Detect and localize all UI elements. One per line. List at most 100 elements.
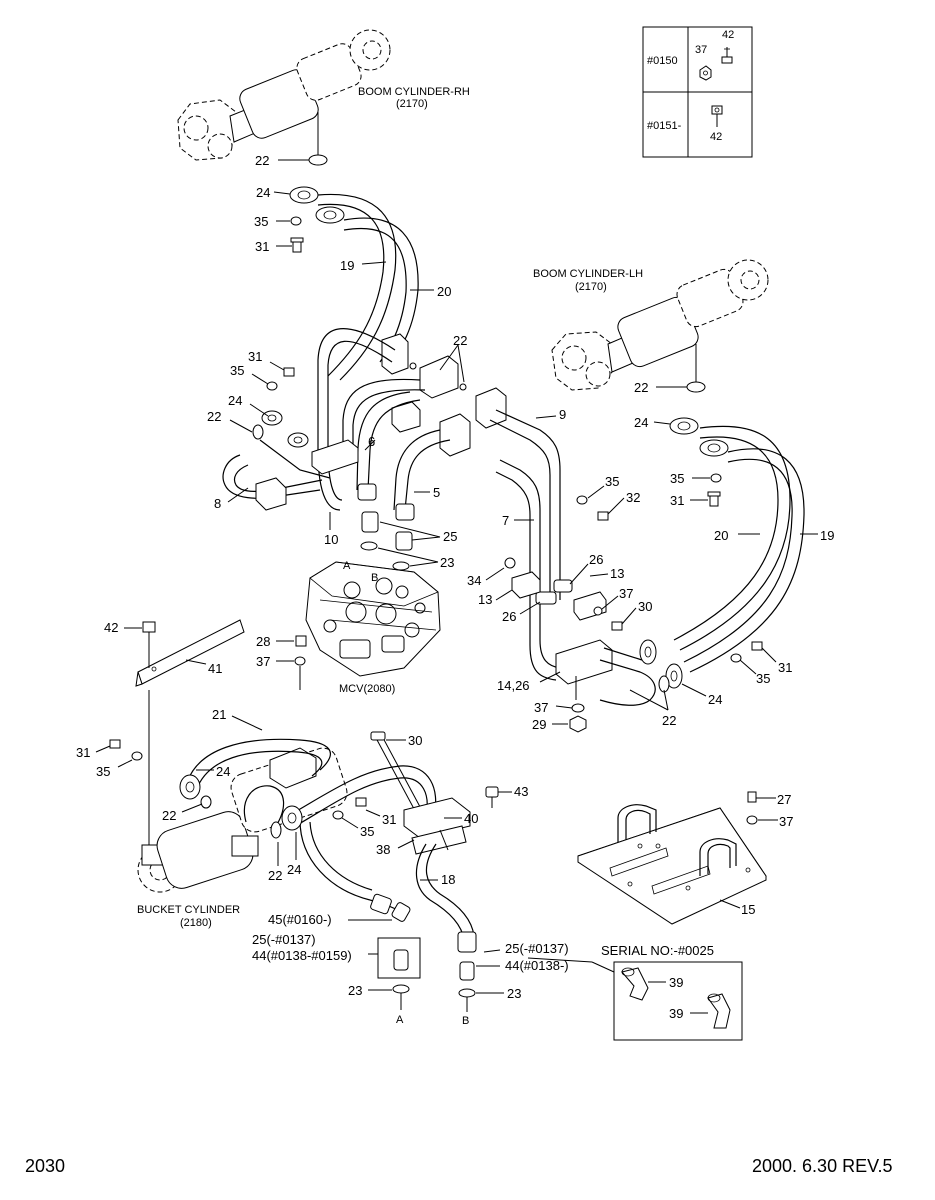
elbow-fitting-icon bbox=[621, 967, 649, 1001]
bolt-icon bbox=[290, 237, 304, 253]
bolt-icon bbox=[485, 786, 499, 808]
callout-6: 6 bbox=[368, 434, 375, 449]
callout-22: 22 bbox=[255, 153, 269, 168]
elbow-fitting-icon bbox=[707, 993, 731, 1029]
bolt-icon bbox=[109, 739, 121, 749]
bucket-ref: (2180) bbox=[180, 917, 212, 929]
boom-lh-ref: (2170) bbox=[575, 281, 607, 293]
nut-icon bbox=[266, 381, 278, 391]
callout-28: 28 bbox=[256, 634, 270, 649]
callout-15: 15 bbox=[741, 902, 755, 917]
o-ring bbox=[686, 381, 706, 393]
port-b-label: B bbox=[462, 1015, 469, 1027]
callout-19: 19 bbox=[820, 528, 834, 543]
callout-24: 24 bbox=[287, 862, 301, 877]
revision-date: 2000. 6.30 REV.5 bbox=[752, 1156, 892, 1176]
nut-icon bbox=[699, 65, 712, 81]
callout-39: 39 bbox=[669, 1006, 683, 1021]
callout-22: 22 bbox=[634, 380, 648, 395]
mcv-valve bbox=[305, 561, 441, 677]
callout-22: 22 bbox=[268, 868, 282, 883]
callout-24: 24 bbox=[228, 393, 242, 408]
callout-37: 37 bbox=[779, 814, 793, 829]
callout-24: 24 bbox=[708, 692, 722, 707]
hose-18 bbox=[415, 843, 477, 1012]
boom-cylinder-rh bbox=[177, 29, 391, 161]
port-a-label: A bbox=[396, 1014, 404, 1026]
washer-icon bbox=[746, 815, 758, 825]
callout-31: 31 bbox=[76, 745, 90, 760]
serial-row-2: #0151- bbox=[647, 120, 682, 132]
bolt-icon bbox=[721, 47, 733, 64]
callout-13: 13 bbox=[610, 566, 624, 581]
bolt-icon bbox=[283, 367, 295, 377]
callout-8: 8 bbox=[214, 496, 221, 511]
flange-24-lh-lower bbox=[639, 639, 683, 693]
callout-34: 34 bbox=[467, 573, 481, 588]
callout-18: 18 bbox=[441, 872, 455, 887]
flange-24-lh bbox=[669, 417, 729, 457]
bolt-30 bbox=[370, 731, 427, 821]
pipe-assembly-center bbox=[222, 328, 561, 681]
callout-21: 21 bbox=[212, 707, 226, 722]
bucket-caption: BUCKET CYLINDER bbox=[137, 904, 240, 916]
callout-40: 40 bbox=[464, 811, 478, 826]
callout-22: 22 bbox=[207, 409, 221, 424]
variant-bracket bbox=[377, 937, 421, 979]
callout-26: 26 bbox=[589, 552, 603, 567]
port-a-label: A bbox=[343, 560, 351, 572]
callout-42: 42 bbox=[104, 620, 118, 635]
bolt-icon bbox=[295, 635, 307, 647]
washer-icon bbox=[294, 656, 306, 666]
callout-31: 31 bbox=[382, 812, 396, 827]
callout-35: 35 bbox=[360, 824, 374, 839]
callout-5: 5 bbox=[433, 485, 440, 500]
callout-30: 30 bbox=[638, 599, 652, 614]
callout-29: 29 bbox=[532, 717, 546, 732]
nut-icon bbox=[131, 751, 143, 761]
callout-25: 25 bbox=[443, 529, 457, 544]
callout-10: 10 bbox=[324, 532, 338, 547]
bolt-icon bbox=[747, 791, 757, 803]
callout-38: 38 bbox=[376, 842, 390, 857]
o-ring bbox=[308, 154, 328, 166]
bolt-icon bbox=[611, 621, 623, 631]
callout-13: 13 bbox=[478, 592, 492, 607]
page-number: 2030 bbox=[25, 1156, 65, 1176]
callout-24: 24 bbox=[256, 185, 270, 200]
pipe-21 bbox=[187, 738, 437, 901]
callout-37: 37 bbox=[619, 586, 633, 601]
callout-35: 35 bbox=[756, 671, 770, 686]
callout-43: 43 bbox=[514, 784, 528, 799]
bucket-cylinder bbox=[137, 747, 348, 893]
callout-20: 20 bbox=[714, 528, 728, 543]
callout-25: 25(-#0137) bbox=[505, 941, 569, 956]
mcv-caption: MCV(2080) bbox=[339, 683, 395, 695]
callout-23: 23 bbox=[507, 986, 521, 1001]
flange-24-bk bbox=[179, 774, 303, 839]
bolt-icon bbox=[711, 105, 723, 127]
callout-19: 19 bbox=[340, 258, 354, 273]
table-part-37: 37 bbox=[695, 44, 707, 56]
callout-31: 31 bbox=[255, 239, 269, 254]
boom-rh-ref: (2170) bbox=[396, 98, 428, 110]
callout-20: 20 bbox=[437, 284, 451, 299]
bolt-icon bbox=[751, 641, 763, 651]
bracket-41 bbox=[135, 619, 245, 687]
callout-35: 35 bbox=[605, 474, 619, 489]
nut-icon bbox=[290, 216, 302, 226]
callout-37: 37 bbox=[534, 700, 548, 715]
callout-24: 24 bbox=[634, 415, 648, 430]
bolt-icon bbox=[142, 621, 156, 668]
callout-26: 26 bbox=[502, 609, 516, 624]
bolt-icon bbox=[707, 491, 721, 507]
bolt-icon bbox=[597, 511, 609, 521]
callout-35: 35 bbox=[230, 363, 244, 378]
boom-rh-name: BOOM CYLINDER-RH bbox=[358, 86, 470, 98]
callout-35: 35 bbox=[670, 471, 684, 486]
nut-icon bbox=[332, 810, 344, 820]
callout-35: 35 bbox=[254, 214, 268, 229]
cover-plate-15 bbox=[577, 804, 767, 925]
callout-22: 22 bbox=[453, 333, 467, 348]
